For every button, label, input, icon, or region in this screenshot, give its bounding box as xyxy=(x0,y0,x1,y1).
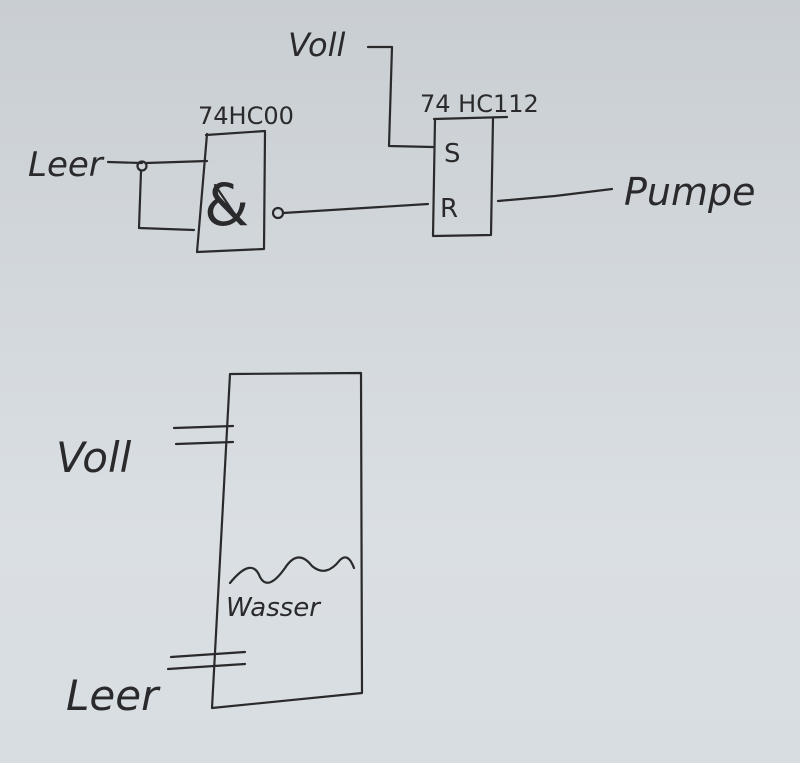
input-label-leer: Leer xyxy=(28,145,105,185)
nand-gate: 74HC00 & xyxy=(195,102,294,254)
water-surface xyxy=(228,556,356,585)
tank-outline xyxy=(210,371,364,710)
nand-input-b-wire xyxy=(137,169,196,232)
nand-symbol: & xyxy=(204,171,249,239)
tank-label-voll: Voll xyxy=(56,433,132,482)
nand-output-bubble xyxy=(271,206,285,220)
flipflop-set-pin: S xyxy=(444,139,461,169)
output-wire xyxy=(496,187,614,203)
tank-diagram: Voll Wasser Leer xyxy=(56,371,364,720)
input-wire xyxy=(106,160,144,165)
output-label-pumpe: Pumpe xyxy=(624,170,756,214)
nand-input-a-wire xyxy=(144,159,209,165)
empty-sensor-bottom xyxy=(166,662,247,671)
nand-box xyxy=(195,130,267,254)
nand-part-label: 74HC00 xyxy=(198,102,294,130)
set-label-voll: Voll xyxy=(288,26,345,64)
nand-symbol-stroke xyxy=(213,183,242,224)
input-junction xyxy=(136,160,148,172)
nand-top-line xyxy=(204,129,267,137)
full-sensor-bottom xyxy=(174,440,235,446)
flipflop-reset-pin: R xyxy=(440,194,458,224)
empty-sensor-top xyxy=(169,650,247,659)
flipflop-box xyxy=(431,116,495,238)
full-sensor-top xyxy=(172,424,235,430)
circuit-diagram: Leer 74HC00 & Voll 74 HC112 S R Pum xyxy=(28,26,756,254)
tank-label-leer: Leer xyxy=(66,671,161,720)
nand-to-reset-wire xyxy=(281,202,430,215)
set-wire xyxy=(366,45,435,149)
flipflop: 74 HC112 S R xyxy=(420,90,539,238)
flipflop-top-line xyxy=(432,115,509,121)
flipflop-part-label: 74 HC112 xyxy=(420,90,539,118)
tank-water-label: Wasser xyxy=(226,593,322,623)
